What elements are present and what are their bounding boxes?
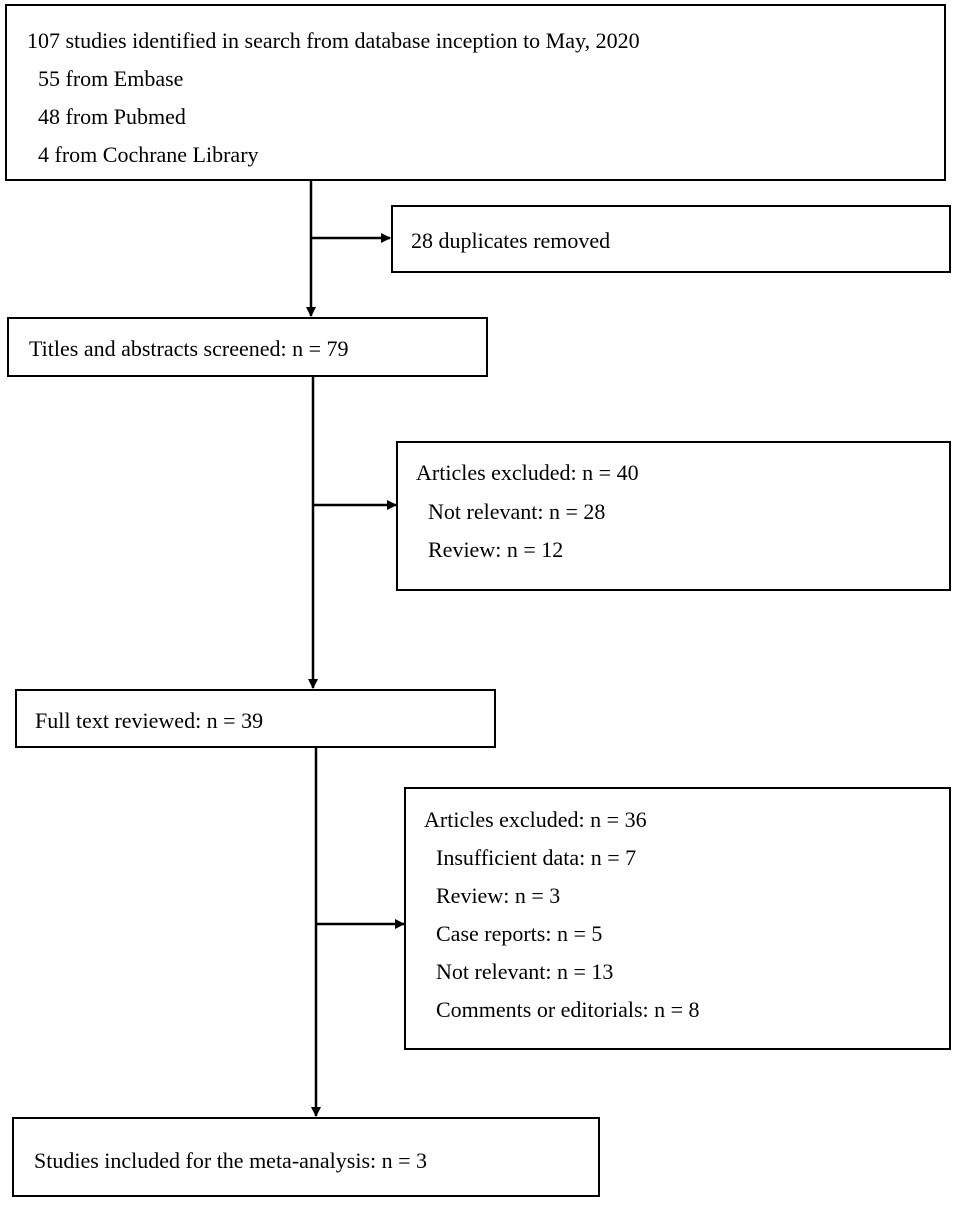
exclusion-2-reason: Insufficient data: n = 7 [436, 845, 637, 870]
source-cochrane: 4 from Cochrane Library [38, 142, 259, 167]
source-embase: 55 from Embase [38, 66, 184, 91]
included-label: Studies included for the meta-analysis: … [34, 1148, 428, 1173]
exclusion-box-2: Articles excluded: n = 36 Insufficient d… [404, 787, 951, 1050]
exclusion-box-1: Articles excluded: n = 40 Not relevant: … [396, 441, 951, 591]
exclusion-2-title: Articles excluded: n = 36 [424, 807, 647, 832]
exclusion-2-reason: Not relevant: n = 13 [436, 959, 614, 984]
duplicates-box: 28 duplicates removed [391, 205, 951, 273]
screening-box: Titles and abstracts screened: n = 79 [7, 317, 488, 377]
full-text-label: Full text reviewed: n = 39 [35, 708, 264, 733]
exclusion-1-reason: Review: n = 12 [428, 537, 564, 562]
full-text-box: Full text reviewed: n = 39 [15, 689, 496, 748]
exclusion-2-reason: Case reports: n = 5 [436, 921, 603, 946]
exclusion-2-reason: Comments or editorials: n = 8 [436, 997, 700, 1022]
exclusion-2-reason: Review: n = 3 [436, 883, 561, 908]
duplicates-label: 28 duplicates removed [411, 228, 611, 253]
source-pubmed: 48 from Pubmed [38, 104, 186, 129]
identification-title: 107 studies identified in search from da… [27, 28, 640, 53]
exclusion-1-reason: Not relevant: n = 28 [428, 499, 606, 524]
identification-box: 107 studies identified in search from da… [5, 4, 946, 181]
exclusion-1-title: Articles excluded: n = 40 [416, 460, 639, 485]
screening-label: Titles and abstracts screened: n = 79 [29, 336, 349, 361]
included-box: Studies included for the meta-analysis: … [12, 1117, 600, 1197]
